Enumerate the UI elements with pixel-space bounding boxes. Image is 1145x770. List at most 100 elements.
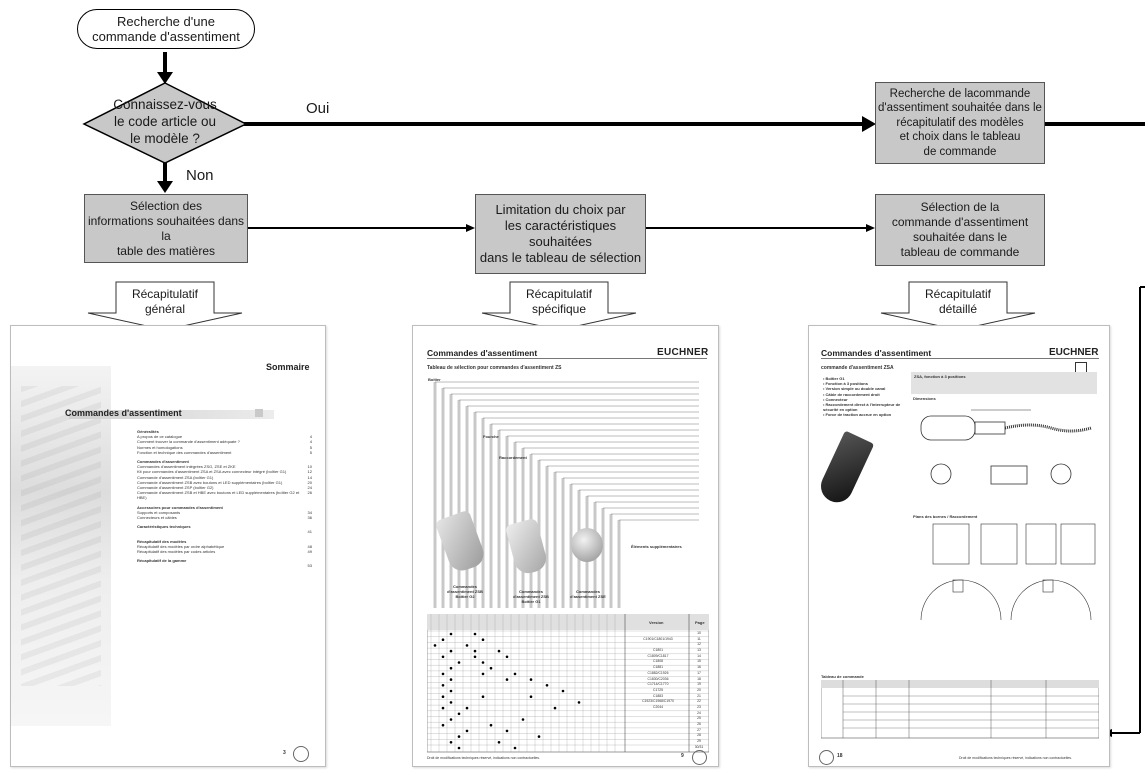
matrix-page-cell: 14	[697, 653, 701, 658]
toc-heading: Sommaire	[266, 362, 310, 372]
euchner-logo-icon	[293, 746, 309, 762]
matrix-page-cell: 29	[697, 739, 701, 744]
toc-entry-title: Récapitulatif des modèles par codes arti…	[137, 549, 216, 555]
detail-feature-item: • Boîtier G1	[823, 376, 845, 381]
toc-section-title: Récapitulatif de la gamme	[137, 558, 187, 564]
toc-entry-page: 12	[307, 469, 312, 475]
block-arrow-general-label: Récapitulatif général	[131, 287, 199, 316]
selection-label-raccordement: Raccordement	[499, 455, 527, 460]
toc-entry-page: 5	[309, 444, 312, 450]
detail-info-box	[911, 372, 1097, 394]
block-arrow-specific-label: Récapitulatif spécifique	[525, 287, 593, 316]
process-box-detail: Sélection de la commande d'assentiment s…	[875, 194, 1045, 266]
toc-section-title: Commandes d'assentiment	[137, 459, 189, 465]
matrix-version-cell: C1883	[653, 693, 663, 698]
toc-background-photo	[11, 366, 111, 726]
order-table	[821, 680, 1099, 739]
matrix-version-cell: C1923/C1968/C1970	[642, 699, 674, 704]
toc-entry-title: Commande d'assentiment ZSA (boîtier G1)	[137, 474, 214, 480]
block-arrow-detail	[880, 281, 1036, 331]
detail-footer: Droit de modifications techniques réserv…	[959, 756, 1073, 760]
toc-entry-title: Commande d'assentiment ZSB avec boutons …	[137, 479, 283, 485]
toc-entry-title: Fonction et technique des commandes d'as…	[137, 449, 232, 455]
matrix-version-cell: C1809/C1817	[647, 653, 669, 658]
toc-entry-page: 26	[307, 490, 312, 496]
decision-diamond	[82, 82, 248, 164]
selection-subtitle: Tableau de sélection pour commandes d'as…	[427, 365, 562, 371]
toc-chapter-title: Commandes d'assentiment	[65, 408, 182, 418]
toc-entry-page: 53	[307, 563, 312, 569]
toc-section-title: Caractéristiques techniques	[137, 524, 191, 530]
matrix-version-cell: C1808	[653, 659, 663, 664]
catalog-page-selection: Commandes d'assentiment EUCHNER Tableau …	[412, 325, 719, 767]
arrowhead-icon	[866, 224, 875, 232]
arrowhead-icon	[157, 181, 173, 193]
toc-section-title: Accessoires pour commandes d'assentiment	[137, 504, 223, 510]
matrix-version-cell	[627, 745, 689, 751]
block-arrow-specific	[481, 281, 637, 331]
catalog-page-toc: Sommaire Commandes d'assentiment Général…	[10, 325, 326, 767]
toc-entry-title: Comment trouver la commande d'assentimen…	[137, 439, 240, 445]
detail-dimensions-label: Dimensions	[913, 396, 936, 401]
toc-entry-title: Commande d'assentiment ZSP (boîtier G2)	[137, 485, 214, 491]
matrix-version-cell: C1830/C2036	[647, 676, 669, 681]
toc-entry: Récapitulatif des modèles par codes arti…	[137, 549, 312, 554]
caption-zsb-g2: Commandes d'assentiment ZSB Boîtier G2	[447, 584, 483, 600]
toc-entry: Commande d'assentiment ZSB et HBE avec b…	[137, 490, 312, 500]
detail-feature-item: • Connecteur	[823, 396, 848, 402]
toc-entry-page: 5	[309, 449, 312, 455]
toc-entry: Supports et composants 34	[137, 510, 312, 515]
toc-page-number: 3	[283, 750, 286, 756]
toc-entry: Commande d'assentiment ZSP (boîtier G2)2…	[137, 485, 312, 490]
detail-feature-item: • Version simple ou double canal	[823, 386, 886, 392]
toc-entry-page: 20	[307, 479, 312, 485]
euchner-logo-icon	[819, 750, 834, 765]
toc-section-title: Généralités	[137, 429, 159, 434]
dimension-drawing	[920, 409, 1092, 485]
toc-entry-page: 34	[307, 509, 312, 515]
toc-entry-page: 14	[307, 474, 312, 480]
detail-heading: Commandes d'assentiment	[821, 348, 932, 358]
toc-entry: Commandes d'assentiment intégrées ZSG, Z…	[137, 464, 312, 469]
detail-brand: EUCHNER	[1049, 347, 1099, 358]
detail-box-title: ZSA, fonction à 3 positions	[914, 374, 966, 379]
euchner-logo-icon	[692, 750, 707, 765]
toc-section-title: Récapitulatif des modèles	[137, 538, 187, 544]
arrowhead-icon	[466, 224, 475, 232]
matrix-page-cell: 22	[697, 699, 701, 704]
matrix-version-cell: C1901/C1801/1943	[643, 636, 673, 641]
matrix-page-cell: 11	[697, 636, 701, 641]
toc-entry-title: Kit pour commandes d'assentiment ZSA et …	[137, 469, 287, 475]
toc-entry-title: Connecteurs et câbles	[137, 515, 177, 521]
toc-entry-title: Supports et composants	[137, 509, 181, 515]
matrix-page-cell: 15	[697, 659, 701, 664]
detail-feature-list: • Boîtier G1• Fonction à 3 positions• Ve…	[823, 376, 903, 418]
matrix-col-page: Page	[695, 620, 705, 625]
toc-entry-page: 4	[309, 434, 312, 440]
matrix-version-cell: C1725	[653, 687, 663, 692]
matrix-page-cell: 24	[697, 710, 701, 715]
detail-feature-item: • Fonction à 3 positions	[823, 381, 868, 387]
process-box-search: Recherche de lacommande d'assentiment so…	[875, 82, 1045, 164]
selection-matrix-grid	[426, 613, 710, 753]
detail-page-number: 18	[837, 753, 843, 759]
selection-heading: Commandes d'assentiment	[427, 348, 538, 358]
toc-entry-title: Commande d'assentiment ZSB et HBE avec b…	[137, 490, 300, 501]
matrix-page-cell: 17	[697, 670, 701, 675]
toc-entry-page: 10	[307, 464, 312, 470]
matrix-version-cell: C1714/C1770	[647, 682, 669, 687]
matrix-version-cell: C1801	[653, 648, 663, 653]
matrix-page-cell: 26	[697, 722, 701, 726]
matrix-page-cell: 10	[697, 631, 701, 635]
toc-entry-page: 48	[307, 543, 312, 549]
toc-entry: Récapitulatif des modèles par ordre alph…	[137, 544, 312, 549]
caption-zse: Commandes d'assentiment ZSE	[570, 589, 606, 600]
detail-order-table-label: Tableau de commande	[821, 674, 864, 679]
matrix-version-cell: C1882/C1926	[647, 670, 669, 675]
